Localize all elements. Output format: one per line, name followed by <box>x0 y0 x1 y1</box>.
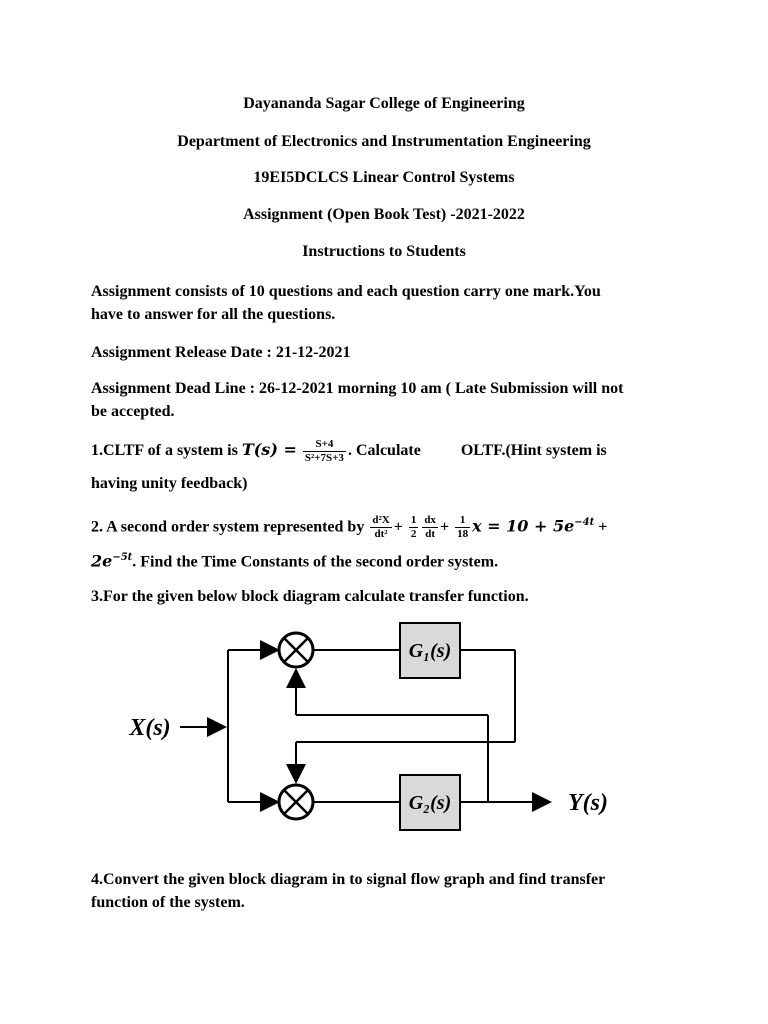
q2-term2-coef: 1 2 <box>408 514 419 541</box>
block-diagram: G₁(s) G₂(s) X(s) Y(s) <box>128 622 608 831</box>
q2-term2: dx dt <box>422 514 438 541</box>
release-date: Assignment Release Date : 21-12-2021 <box>91 344 351 361</box>
q1-denominator: S²+7S+3 <box>304 451 344 464</box>
q2-term1-den: dt² <box>374 528 388 541</box>
instructions-text: Assignment consists of 10 questions and … <box>91 280 691 326</box>
block-g1 <box>399 622 461 679</box>
block-g1-label: G₁(s) <box>409 640 452 662</box>
question-3: 3.For the given below block diagram calc… <box>91 588 529 605</box>
q1-fraction: S+4 S²+7S+3 <box>302 438 346 465</box>
q1-mid: . Calculate <box>347 442 421 459</box>
q1-numerator: S+4 <box>302 438 346 452</box>
q2-term2-coef-den: 2 <box>410 528 417 541</box>
q2-line2-b: . Find the Time Constants of the second … <box>132 553 499 571</box>
block-g2 <box>399 774 461 831</box>
department-name: Department of Electronics and Instrument… <box>177 133 591 150</box>
q1-hint: OLTF.(Hint system is <box>460 442 607 459</box>
q2-prefix: 2. A second order system represented by <box>91 518 365 536</box>
q1-tf-lhs: T(s) = <box>241 440 297 459</box>
q2-term2-coef-num: 1 <box>408 514 419 529</box>
summing-junction-2 <box>277 783 315 821</box>
assignment-title: Assignment (Open Book Test) -2021-2022 <box>243 206 525 223</box>
q2-term1-num: d²X <box>370 514 392 529</box>
q1-line-2: having unity feedback) <box>91 475 248 492</box>
college-name: Dayananda Sagar College of Engineering <box>243 95 525 112</box>
q4-line-2: function of the system. <box>91 894 245 911</box>
deadline-line-2: be accepted. <box>91 403 175 420</box>
deadline-text: Assignment Dead Line : 26-12-2021 mornin… <box>91 377 691 423</box>
q2-term2-den: dt <box>425 528 436 541</box>
question-1: 1.CLTF of a system is T(s) = S+4 S²+7S+3… <box>91 436 691 465</box>
block-g2-label: G₂(s) <box>409 792 452 814</box>
q2-exp2: −5t <box>112 552 133 563</box>
deadline-line-1: Assignment Dead Line : 26-12-2021 mornin… <box>91 380 624 397</box>
q2-tail: + <box>598 518 608 536</box>
question-4: 4.Convert the given block diagram in to … <box>91 868 711 914</box>
q1-prefix: 1.CLTF of a system is <box>91 442 242 459</box>
q2-rhs: x = 10 + 5e <box>472 516 575 536</box>
instructions-line-1: Assignment consists of 10 questions and … <box>91 283 601 300</box>
q2-term3-den: 18 <box>457 528 469 541</box>
summing-junction-1 <box>277 631 315 669</box>
q2-line2-a: 2e <box>91 551 113 571</box>
instructions-heading: Instructions to Students <box>302 243 466 260</box>
instructions-line-2: have to answer for all the questions. <box>91 306 336 323</box>
q4-line-1: 4.Convert the given block diagram in to … <box>91 871 606 888</box>
question-2: 2. A second order system represented by … <box>91 514 608 541</box>
q2-exp1: −4t <box>574 517 595 528</box>
q2-term3: 1 18 <box>455 514 471 541</box>
q2-term2-num: dx <box>422 514 438 529</box>
q2-line-2: 2e−5t. Find the Time Constants of the se… <box>91 546 711 573</box>
output-label: Y(s) <box>568 790 608 816</box>
input-label: X(s) <box>128 715 170 741</box>
q2-term3-num: 1 <box>455 514 471 529</box>
course-title: 19EI5DCLCS Linear Control Systems <box>253 169 515 186</box>
q2-term1: d²X dt² <box>370 514 392 541</box>
